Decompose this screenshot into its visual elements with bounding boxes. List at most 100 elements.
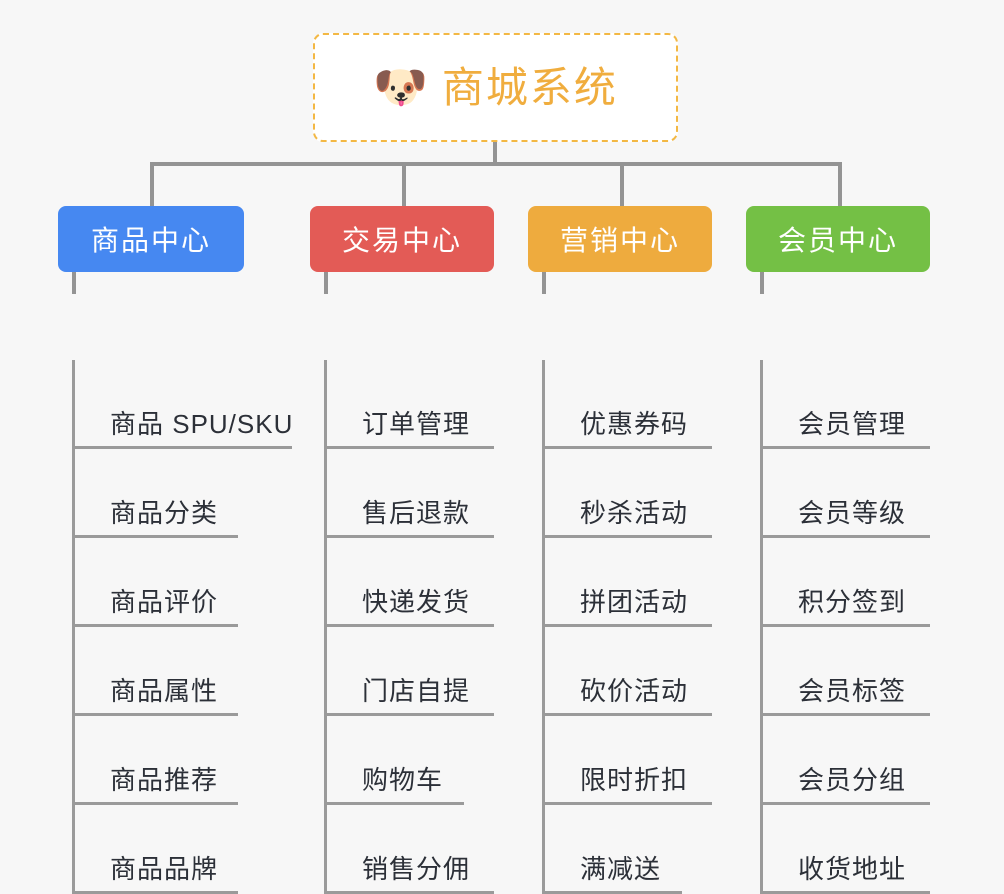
leaf-item[interactable]: 拼团活动 [542,538,712,627]
leaf-underline: 砍价活动 [542,676,712,716]
leaf-label: 收货地址 [798,854,907,885]
leaf-item[interactable]: 秒杀活动 [542,449,712,538]
leaf-item[interactable]: 砍价活动 [542,627,712,716]
leaf-item[interactable]: 会员等级 [760,449,930,538]
branch-column-4: 会员中心 会员管理 会员等级 积分签到 会员标签 [746,206,930,894]
dog-face-icon: 🐶 [373,62,428,112]
leaf-underline: 会员分组 [760,765,930,805]
leaf-underline: 购物车 [324,765,464,805]
branch-column-3: 营销中心 优惠券码 秒杀活动 拼团活动 砍价活动 [528,206,712,894]
leaf-underline: 秒杀活动 [542,498,712,538]
leaf-underline: 订单管理 [324,409,494,449]
leaf-item[interactable]: 快递发货 [324,538,494,627]
leaf-label: 售后退款 [362,498,471,529]
leaf-underline: 满减送 [542,854,682,894]
leaf-label: 会员管理 [798,409,907,440]
leaf-underline: 优惠券码 [542,409,712,449]
leaf-label: 满减送 [580,854,662,885]
leaf-label: 订单管理 [362,409,471,440]
leaf-label: 商品属性 [110,676,219,707]
leaf-underline: 会员标签 [760,676,930,716]
leaf-item[interactable]: 商品推荐 [72,716,292,805]
connector-header-stem-1 [72,272,76,294]
leaf-label: 拼团活动 [580,587,689,618]
branch-column-2: 交易中心 订单管理 售后退款 快递发货 门店自提 [310,206,494,894]
leaf-item[interactable]: 收货地址 [760,805,930,894]
leaf-item[interactable]: 商品评价 [72,538,292,627]
category-header-1[interactable]: 商品中心 [58,206,244,272]
connector-header-stem-2 [324,272,328,294]
leaf-item[interactable]: 购物车 [324,716,494,805]
category-label-2: 交易中心 [341,225,462,256]
leaf-underline: 商品属性 [72,676,238,716]
category-header-4[interactable]: 会员中心 [746,206,930,272]
leaf-label: 购物车 [362,765,444,796]
leaf-item[interactable]: 售后退款 [324,449,494,538]
leaf-item[interactable]: 会员标签 [760,627,930,716]
leaf-item[interactable]: 限时折扣 [542,716,712,805]
leaf-item[interactable]: 商品分类 [72,449,292,538]
leaf-item[interactable]: 商品品牌 [72,805,292,894]
leaf-underline: 会员等级 [760,498,930,538]
leaf-label: 秒杀活动 [580,498,689,529]
leaf-underline: 商品分类 [72,498,238,538]
root-title: 商城系统 [441,63,618,111]
connector-horizontal-bus [150,162,842,166]
leaf-underline: 门店自提 [324,676,494,716]
leaf-item[interactable]: 商品 SPU/SKU [72,360,292,449]
connector-drop-2 [402,162,406,208]
leaf-underline: 限时折扣 [542,765,712,805]
leaf-underline: 会员管理 [760,409,930,449]
leaf-label: 会员等级 [798,498,907,529]
category-label-1: 商品中心 [90,225,211,256]
connector-header-stem-3 [542,272,546,294]
leaf-item[interactable]: 满减送 [542,805,712,894]
connector-drop-3 [620,162,624,208]
leaf-label: 商品品牌 [110,854,219,885]
leaf-label: 积分签到 [798,587,907,618]
leaf-item[interactable]: 商品属性 [72,627,292,716]
leaf-label: 快递发货 [362,587,471,618]
category-header-2[interactable]: 交易中心 [310,206,494,272]
branch-column-1: 商品中心 商品 SPU/SKU 商品分类 商品评价 [58,206,292,894]
category-label-4: 会员中心 [777,225,898,256]
leaf-underline: 拼团活动 [542,587,712,627]
leaf-label: 砍价活动 [580,676,689,707]
leaf-label: 商品分类 [110,498,219,529]
leaf-item[interactable]: 订单管理 [324,360,494,449]
category-header-3[interactable]: 营销中心 [528,206,712,272]
leaf-list-1: 商品 SPU/SKU 商品分类 商品评价 商品属性 商品推荐 [72,360,292,894]
leaf-spine-4 [760,360,763,894]
leaf-underline: 收货地址 [760,854,930,894]
leaf-spine-3 [542,360,545,894]
leaf-label: 商品推荐 [110,765,219,796]
leaf-spine-1 [72,360,75,894]
leaf-underline: 售后退款 [324,498,494,538]
leaf-underline: 商品评价 [72,587,238,627]
leaf-item[interactable]: 优惠券码 [542,360,712,449]
connector-drop-4 [838,162,842,208]
leaf-item[interactable]: 积分签到 [760,538,930,627]
leaf-item[interactable]: 门店自提 [324,627,494,716]
leaf-underline: 商品推荐 [72,765,238,805]
root-node[interactable]: 🐶 商城系统 [313,33,678,142]
leaf-underline: 商品 SPU/SKU [72,409,294,449]
leaf-list-2: 订单管理 售后退款 快递发货 门店自提 购物车 [324,360,494,894]
leaf-label: 销售分佣 [362,854,471,885]
leaf-label: 门店自提 [362,676,471,707]
connector-header-stem-4 [760,272,764,294]
connector-drop-1 [150,162,154,208]
leaf-label: 限时折扣 [580,765,689,796]
leaf-label: 商品评价 [110,587,219,618]
leaf-list-3: 优惠券码 秒杀活动 拼团活动 砍价活动 限时折扣 [542,360,712,894]
leaf-label: 商品 SPU/SKU [110,409,294,440]
leaf-underline: 商品品牌 [72,854,238,894]
leaf-item[interactable]: 销售分佣 [324,805,494,894]
leaf-label: 会员标签 [798,676,907,707]
leaf-spine-2 [324,360,327,894]
leaf-item[interactable]: 会员管理 [760,360,930,449]
leaf-list-4: 会员管理 会员等级 积分签到 会员标签 会员分组 [760,360,930,894]
leaf-item[interactable]: 会员分组 [760,716,930,805]
connector-root-stem [493,142,497,166]
leaf-label: 会员分组 [798,765,907,796]
